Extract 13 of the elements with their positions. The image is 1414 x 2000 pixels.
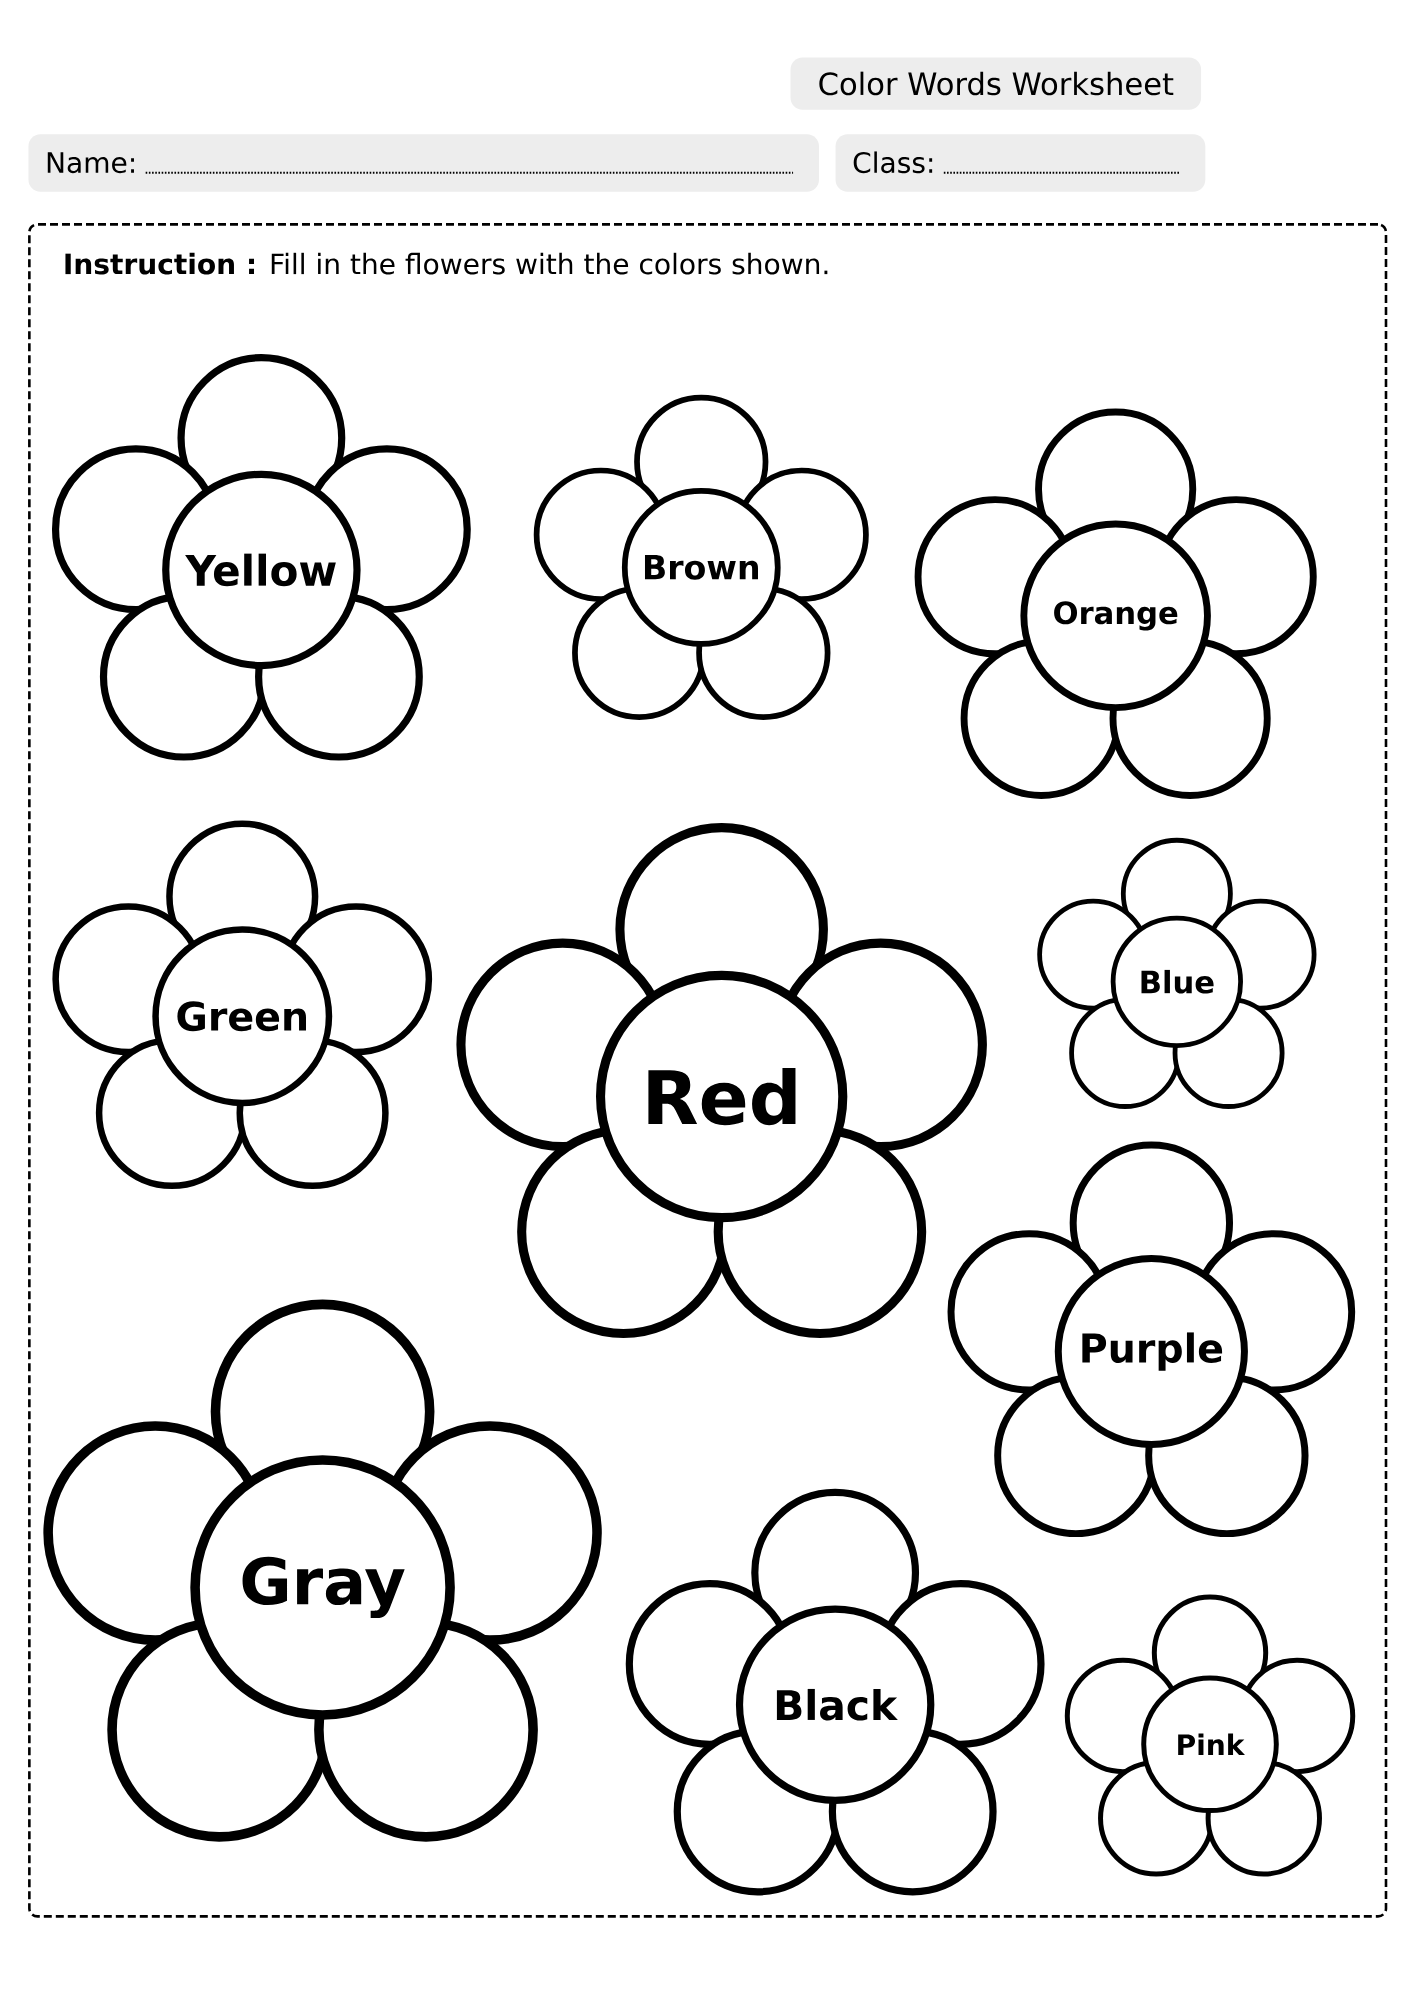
flower: Pink bbox=[1064, 1594, 1356, 1877]
flower: Gray bbox=[43, 1299, 602, 1842]
title-box: Color Words Worksheet bbox=[790, 57, 1202, 110]
class-field: Class: bbox=[835, 134, 1206, 192]
flower: Brown bbox=[533, 394, 869, 720]
flower: Red bbox=[456, 823, 987, 1339]
flower: Yellow bbox=[51, 354, 471, 761]
flower: Blue bbox=[1037, 837, 1317, 1109]
flower: Green bbox=[52, 820, 433, 1190]
flower: Purple bbox=[947, 1141, 1356, 1538]
flower: Black bbox=[625, 1488, 1045, 1896]
flower: Orange bbox=[914, 408, 1317, 799]
name-field: Name: bbox=[28, 134, 819, 192]
